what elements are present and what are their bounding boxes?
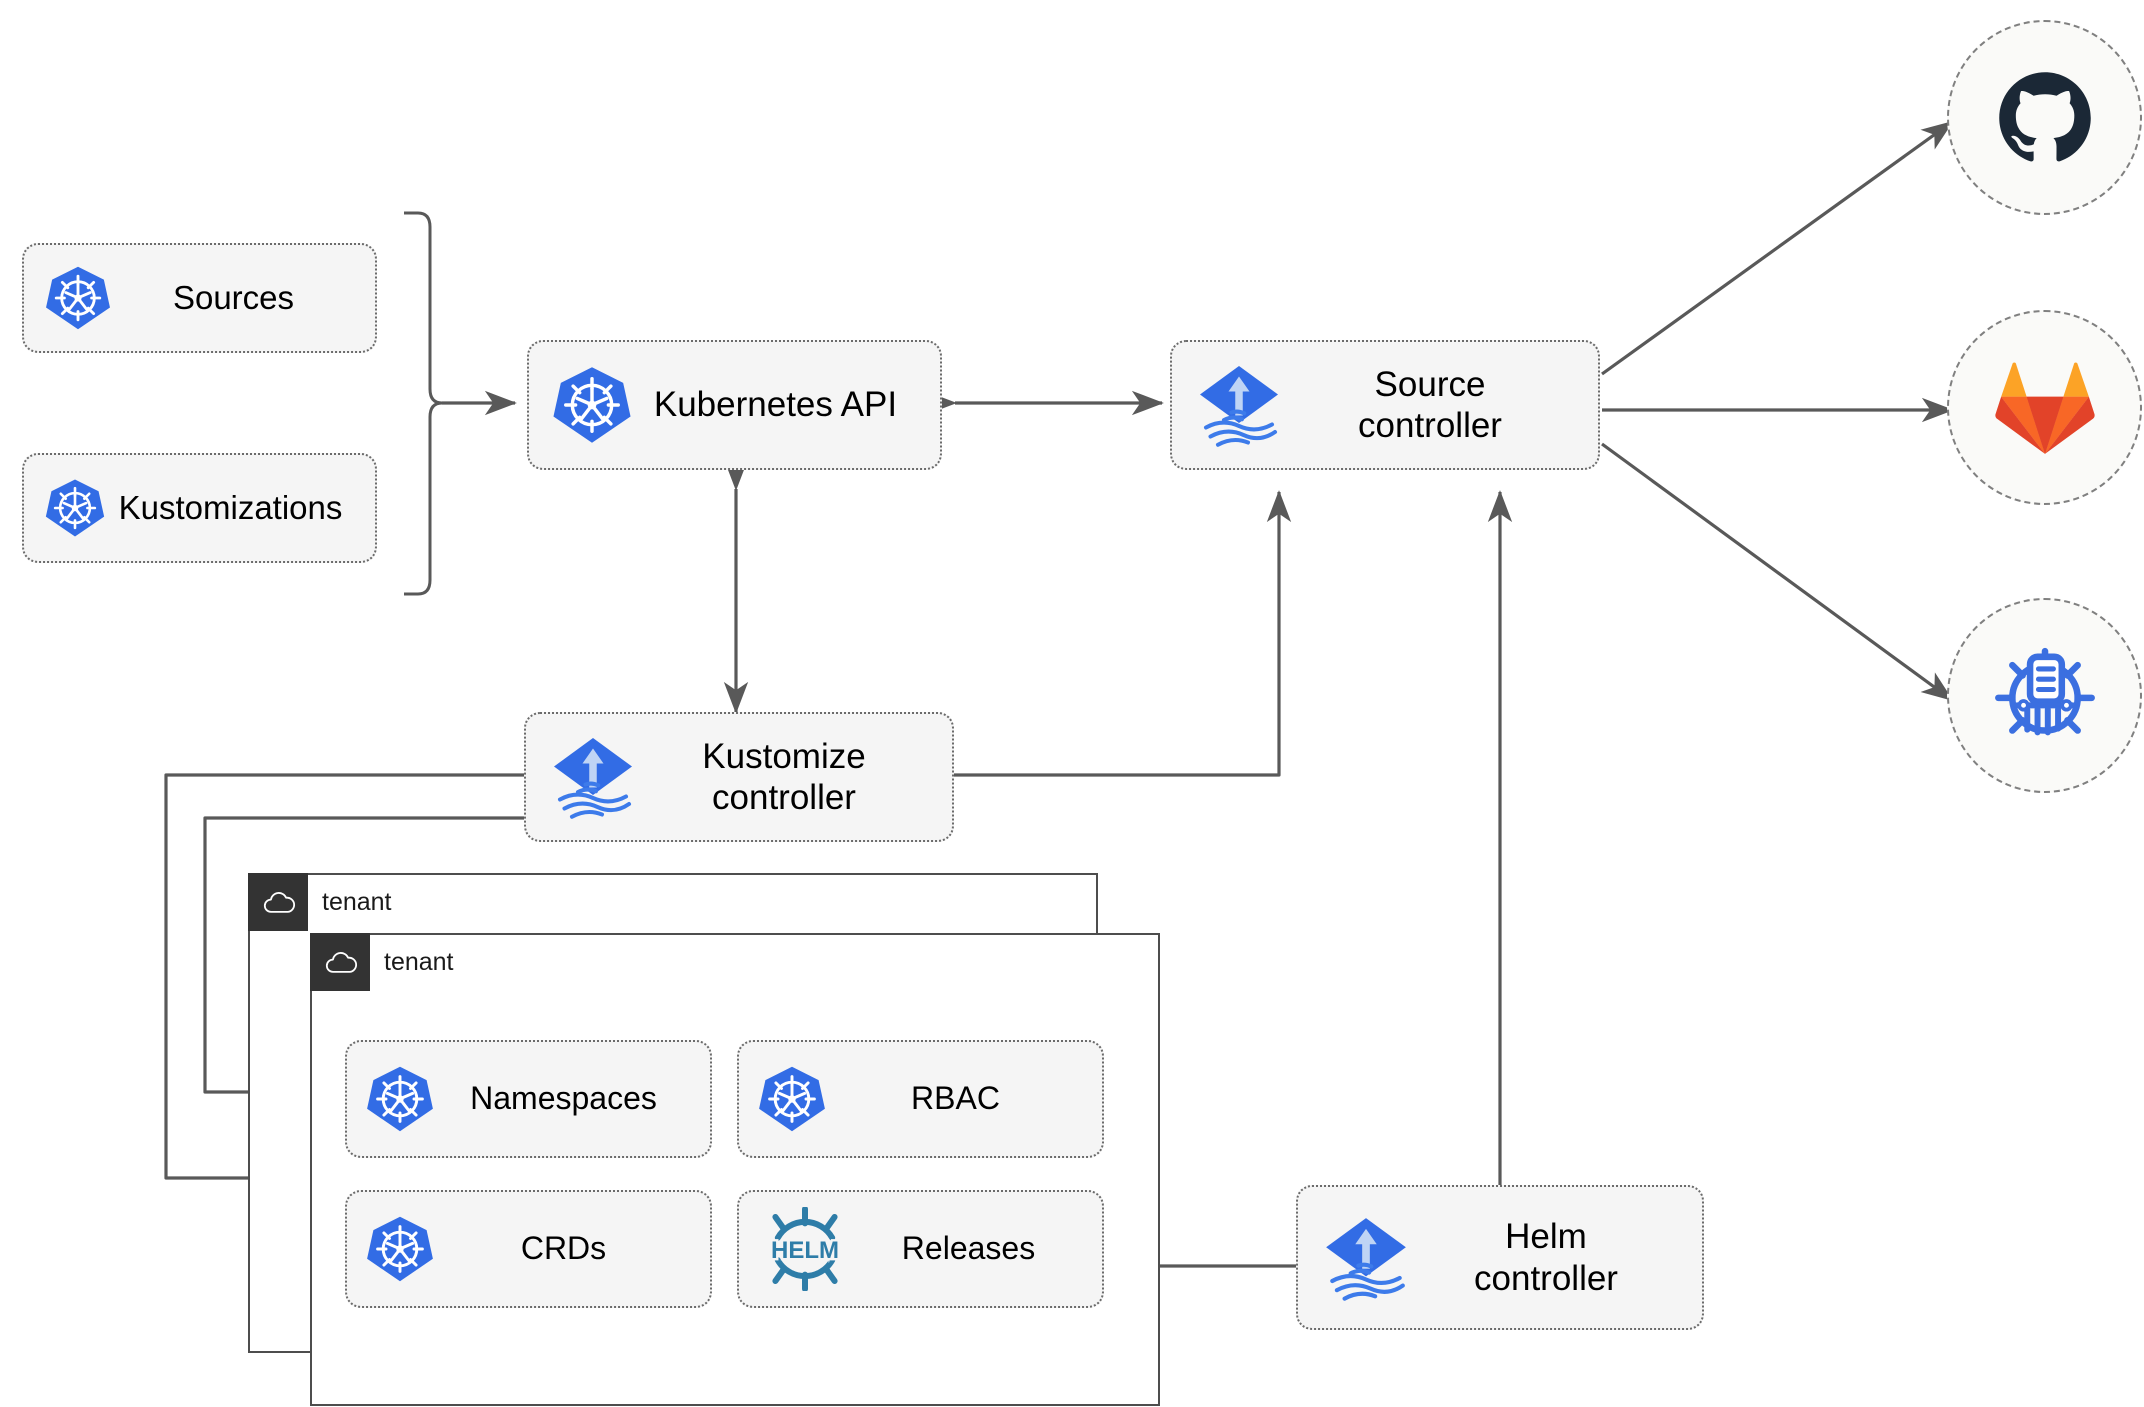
source-controller-node[interactable]: Source controller	[1170, 340, 1600, 470]
tenant-tab-front[interactable]	[310, 933, 370, 991]
kubernetes-icon	[365, 1214, 435, 1284]
oci-registry-icon	[1989, 640, 2101, 752]
tenant-tab-back[interactable]	[248, 873, 308, 931]
resource-label: Sources	[172, 278, 295, 316]
flux-icon	[1194, 360, 1284, 450]
tenant-label-front: tenant	[384, 947, 454, 976]
tenant-resource-namespaces[interactable]: Namespaces	[345, 1040, 712, 1158]
flux-icon	[548, 732, 638, 822]
flux-icon	[1320, 1212, 1412, 1304]
resource-label: RBAC	[911, 1080, 1000, 1117]
provider-oci-registry[interactable]	[1947, 598, 2142, 793]
kubernetes-icon	[365, 1064, 435, 1134]
tenant-label-back: tenant	[322, 887, 392, 916]
github-icon	[1993, 66, 2097, 170]
provider-github[interactable]	[1947, 20, 2142, 215]
kubernetes-icon	[757, 1064, 827, 1134]
kubernetes-icon	[44, 264, 112, 332]
tenant-window-front[interactable]: tenant	[310, 933, 1160, 1406]
tenant-resource-crds[interactable]: CRDs	[345, 1190, 712, 1308]
tenant-resource-rbac[interactable]: RBAC	[737, 1040, 1104, 1158]
resource-card-sources[interactable]: Sources	[22, 243, 377, 353]
node-label: Kustomize controller	[702, 736, 866, 817]
node-label: Helm controller	[1474, 1217, 1618, 1298]
kubernetes-api-node[interactable]: Kubernetes API	[527, 340, 942, 470]
resource-card-kustomizations[interactable]: Kustomizations	[22, 453, 377, 563]
cloud-icon	[262, 891, 296, 914]
gitlab-icon	[1994, 360, 2096, 456]
kubernetes-icon	[44, 477, 106, 539]
node-label: Source controller	[1358, 364, 1502, 445]
svg-text:HELM: HELM	[771, 1237, 839, 1264]
tenant-resource-releases[interactable]: HELM Releases	[737, 1190, 1104, 1308]
kustomize-controller-node[interactable]: Kustomize controller	[524, 712, 954, 842]
resource-label: Releases	[901, 1230, 1036, 1267]
resource-label: Namespaces	[470, 1080, 657, 1117]
node-label: Kubernetes API	[653, 385, 898, 425]
kubernetes-icon	[551, 364, 633, 446]
helm-controller-node[interactable]: Helm controller	[1296, 1185, 1704, 1330]
resource-label: CRDs	[520, 1230, 607, 1267]
resource-label: Kustomizations	[118, 488, 343, 526]
helm-icon: HELM	[757, 1207, 853, 1291]
cloud-icon	[324, 951, 358, 974]
provider-gitlab[interactable]	[1947, 310, 2142, 505]
